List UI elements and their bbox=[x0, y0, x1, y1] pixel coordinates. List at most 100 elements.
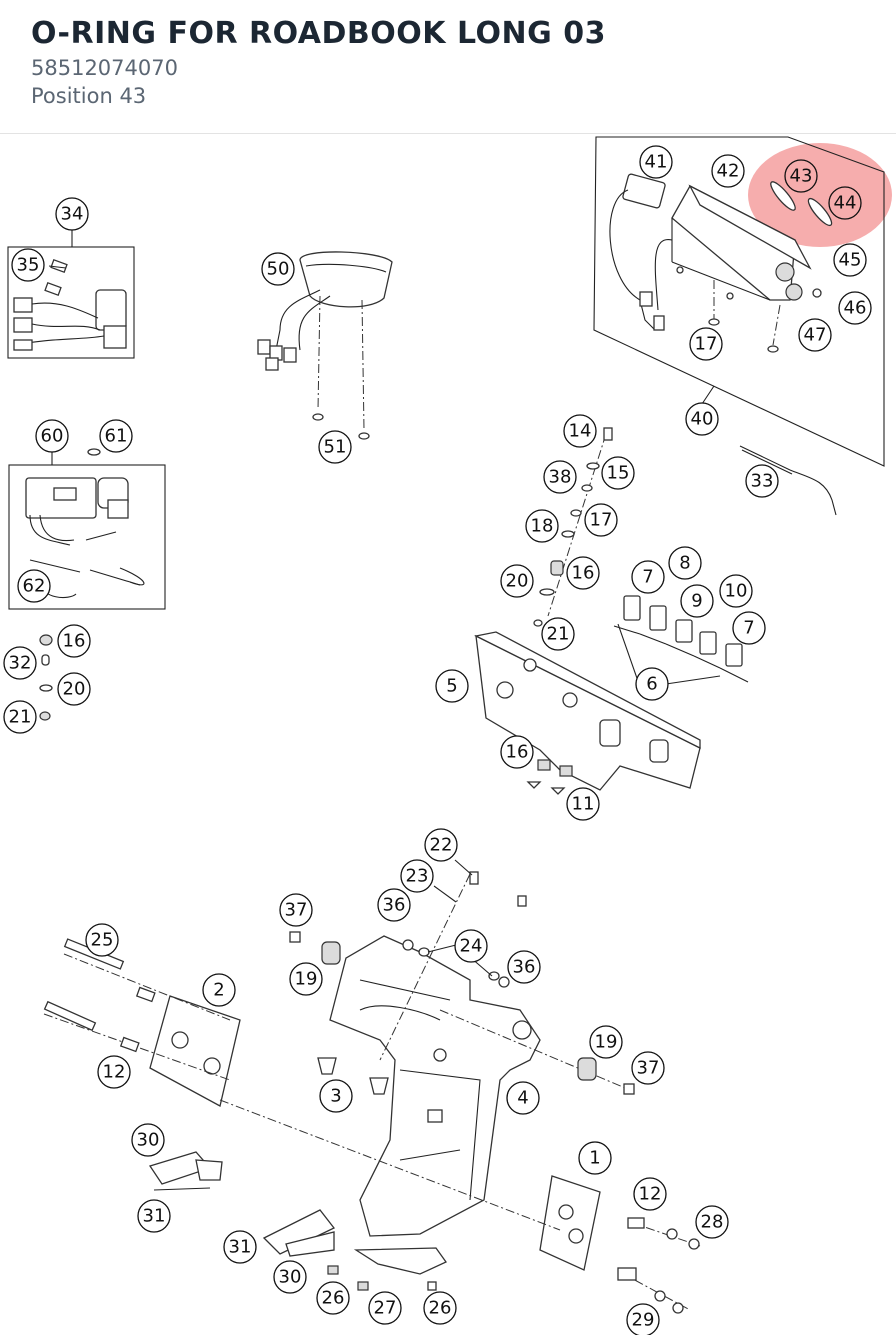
callout-30[interactable]: 30 bbox=[273, 1260, 307, 1294]
callout-14[interactable]: 14 bbox=[563, 414, 597, 448]
bolts-and-axis-lines bbox=[43, 871, 701, 1314]
callout-12[interactable]: 12 bbox=[97, 1055, 131, 1089]
callout-43[interactable]: 43 bbox=[784, 159, 818, 193]
callout-16[interactable]: 16 bbox=[57, 624, 91, 658]
callout-26[interactable]: 26 bbox=[423, 1291, 457, 1325]
callout-circle bbox=[578, 1141, 612, 1175]
callout-42[interactable]: 42 bbox=[711, 154, 745, 188]
callout-label: 19 bbox=[595, 1032, 618, 1053]
callout-1[interactable]: 1 bbox=[578, 1141, 612, 1175]
callout-22[interactable]: 22 bbox=[424, 828, 458, 862]
callout-29[interactable]: 29 bbox=[626, 1303, 660, 1335]
callout-circle bbox=[584, 503, 618, 537]
callout-label: 24 bbox=[460, 936, 483, 957]
callout-35[interactable]: 35 bbox=[11, 248, 45, 282]
exploded-parts-diagram: 4142434445464717403334355051606162163220… bbox=[3, 136, 892, 1335]
callout-36[interactable]: 36 bbox=[507, 950, 541, 984]
callout-45[interactable]: 45 bbox=[833, 243, 867, 277]
callout-label: 2 bbox=[213, 980, 224, 1001]
callout-circle bbox=[3, 700, 37, 734]
callout-4[interactable]: 4 bbox=[506, 1081, 540, 1115]
callout-label: 16 bbox=[506, 742, 529, 763]
callout-label: 37 bbox=[637, 1058, 660, 1079]
callout-10[interactable]: 10 bbox=[719, 574, 753, 608]
callout-18[interactable]: 18 bbox=[525, 509, 559, 543]
callout-46[interactable]: 46 bbox=[838, 291, 872, 325]
callout-30[interactable]: 30 bbox=[131, 1123, 165, 1157]
callout-38[interactable]: 38 bbox=[543, 460, 577, 494]
callout-7[interactable]: 7 bbox=[631, 560, 665, 594]
callout-circle bbox=[798, 318, 832, 352]
callout-32[interactable]: 32 bbox=[3, 646, 37, 680]
callout-16[interactable]: 16 bbox=[500, 735, 534, 769]
callout-20[interactable]: 20 bbox=[57, 672, 91, 706]
callout-50[interactable]: 50 bbox=[261, 252, 295, 286]
callout-label: 15 bbox=[607, 463, 630, 484]
callout-21[interactable]: 21 bbox=[3, 700, 37, 734]
callout-19[interactable]: 19 bbox=[289, 962, 323, 996]
callout-37[interactable]: 37 bbox=[279, 893, 313, 927]
callout-label: 27 bbox=[374, 1298, 397, 1319]
callout-label: 12 bbox=[639, 1184, 662, 1205]
callout-9[interactable]: 9 bbox=[680, 584, 714, 618]
callout-27[interactable]: 27 bbox=[368, 1291, 402, 1325]
callout-5[interactable]: 5 bbox=[435, 669, 469, 703]
callout-21[interactable]: 21 bbox=[541, 617, 575, 651]
callout-7[interactable]: 7 bbox=[732, 611, 766, 645]
callout-34[interactable]: 34 bbox=[55, 197, 89, 231]
callout-circle bbox=[828, 186, 862, 220]
callout-circle bbox=[55, 197, 89, 231]
callout-6[interactable]: 6 bbox=[635, 667, 669, 701]
callout-60[interactable]: 60 bbox=[35, 419, 69, 453]
callout-62[interactable]: 62 bbox=[17, 569, 51, 603]
callout-circle bbox=[525, 509, 559, 543]
callout-28[interactable]: 28 bbox=[695, 1205, 729, 1239]
callout-16[interactable]: 16 bbox=[566, 556, 600, 590]
callout-circle bbox=[563, 414, 597, 448]
callout-25[interactable]: 25 bbox=[85, 923, 119, 957]
callout-circle bbox=[424, 828, 458, 862]
callout-47[interactable]: 47 bbox=[798, 318, 832, 352]
callout-61[interactable]: 61 bbox=[99, 419, 133, 453]
callout-circle bbox=[566, 787, 600, 821]
callout-41[interactable]: 41 bbox=[639, 145, 673, 179]
callout-24[interactable]: 24 bbox=[454, 929, 488, 963]
callout-51[interactable]: 51 bbox=[318, 430, 352, 464]
callout-label: 3 bbox=[330, 1086, 341, 1107]
callout-circle bbox=[57, 672, 91, 706]
callout-label: 9 bbox=[691, 591, 702, 612]
callout-31[interactable]: 31 bbox=[223, 1230, 257, 1264]
callout-17[interactable]: 17 bbox=[584, 503, 618, 537]
callout-circle bbox=[137, 1199, 171, 1233]
callout-3[interactable]: 3 bbox=[319, 1079, 353, 1113]
callout-label: 40 bbox=[691, 409, 714, 430]
callout-2[interactable]: 2 bbox=[202, 973, 236, 1007]
callout-20[interactable]: 20 bbox=[500, 564, 534, 598]
callout-label: 36 bbox=[383, 895, 406, 916]
callout-44[interactable]: 44 bbox=[828, 186, 862, 220]
callout-36[interactable]: 36 bbox=[377, 888, 411, 922]
callout-17[interactable]: 17 bbox=[689, 327, 723, 361]
callout-40[interactable]: 40 bbox=[685, 402, 719, 436]
callout-circle bbox=[633, 1177, 667, 1211]
callout-8[interactable]: 8 bbox=[668, 546, 702, 580]
callout-31[interactable]: 31 bbox=[137, 1199, 171, 1233]
callout-15[interactable]: 15 bbox=[601, 456, 635, 490]
callout-11[interactable]: 11 bbox=[566, 787, 600, 821]
callout-26[interactable]: 26 bbox=[316, 1281, 350, 1315]
callout-23[interactable]: 23 bbox=[400, 859, 434, 893]
callout-label: 18 bbox=[531, 516, 554, 537]
callout-label: 51 bbox=[324, 437, 347, 458]
callout-label: 7 bbox=[642, 567, 653, 588]
callout-label: 32 bbox=[9, 653, 32, 674]
callout-37[interactable]: 37 bbox=[631, 1051, 665, 1085]
callout-circle bbox=[631, 1051, 665, 1085]
callout-33[interactable]: 33 bbox=[745, 464, 779, 498]
callout-label: 21 bbox=[547, 624, 570, 645]
callout-19[interactable]: 19 bbox=[589, 1025, 623, 1059]
callout-label: 46 bbox=[844, 298, 867, 319]
callout-label: 16 bbox=[572, 563, 595, 584]
callout-circle bbox=[99, 419, 133, 453]
callout-label: 17 bbox=[695, 334, 718, 355]
callout-12[interactable]: 12 bbox=[633, 1177, 667, 1211]
